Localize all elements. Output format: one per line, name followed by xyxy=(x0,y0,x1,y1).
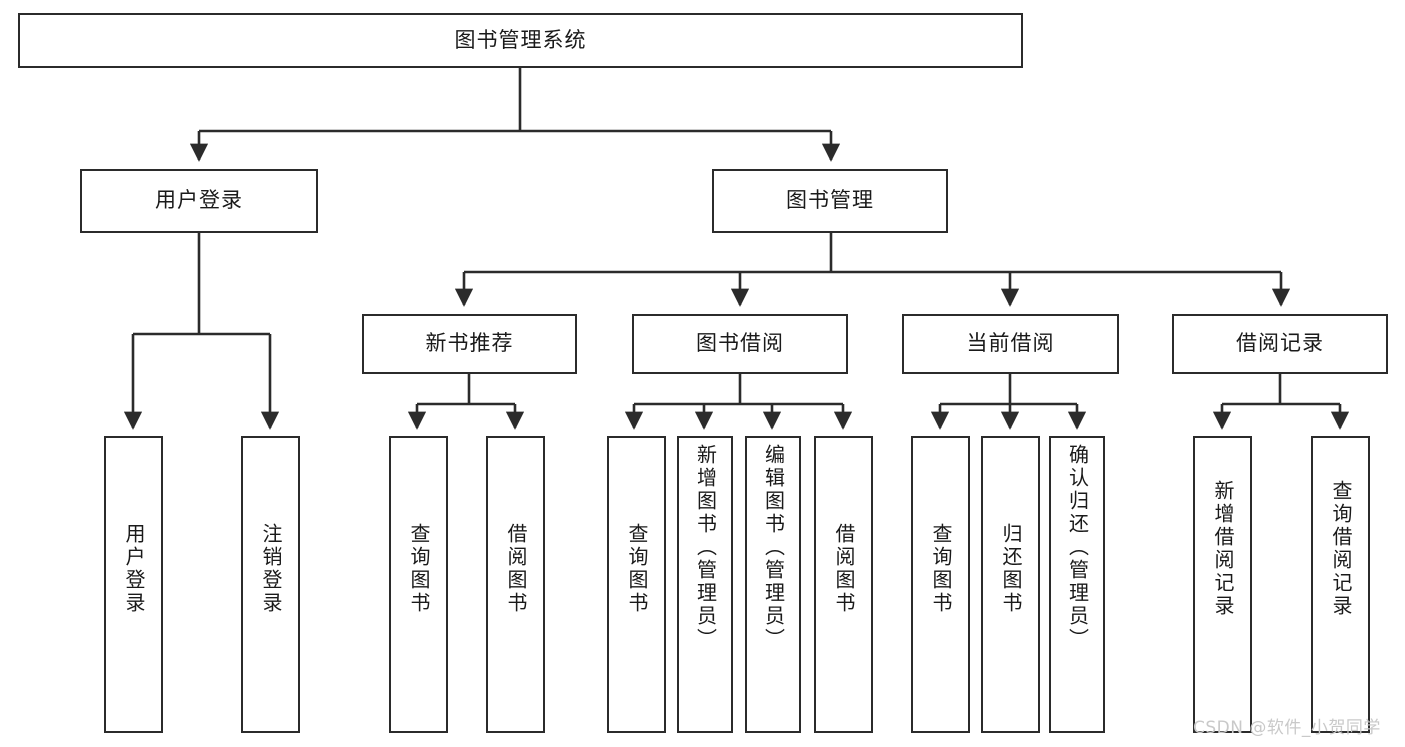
node-label: 用户登录 xyxy=(122,523,146,615)
node-new-book-recommend[interactable]: 新书推荐 xyxy=(362,314,577,374)
node-label: 查询借阅记录 xyxy=(1329,480,1353,618)
node-label: 借阅图书 xyxy=(504,523,528,615)
node-leaf-query-book-borrow[interactable]: 查询图书 xyxy=(607,436,666,733)
node-book-borrow[interactable]: 图书借阅 xyxy=(632,314,848,374)
node-leaf-add-book-admin[interactable]: 新增图书（管理员） xyxy=(677,436,733,733)
node-leaf-logout[interactable]: 注销登录 xyxy=(241,436,300,733)
node-leaf-user-login[interactable]: 用户登录 xyxy=(104,436,163,733)
node-label: 注销登录 xyxy=(259,523,283,615)
node-label: 新增借阅记录 xyxy=(1211,480,1235,618)
node-leaf-edit-book-admin[interactable]: 编辑图书（管理员） xyxy=(745,436,801,733)
node-leaf-borrow-book-borrow[interactable]: 借阅图书 xyxy=(814,436,873,733)
node-leaf-query-book-recommend[interactable]: 查询图书 xyxy=(389,436,448,733)
node-label: 当前借阅 xyxy=(966,331,1055,356)
node-leaf-borrow-book-recommend[interactable]: 借阅图书 xyxy=(486,436,545,733)
node-leaf-query-borrow-record[interactable]: 查询借阅记录 xyxy=(1311,436,1370,733)
node-label: 新增图书（管理员） xyxy=(693,444,718,651)
node-leaf-return-book[interactable]: 归还图书 xyxy=(981,436,1040,733)
node-label: 图书管理系统 xyxy=(454,27,587,52)
csdn-watermark: CSDN @软件_小贺同学 xyxy=(1193,718,1381,738)
node-label: 图书借阅 xyxy=(696,331,784,356)
node-label: 编辑图书（管理员） xyxy=(761,444,786,651)
node-leaf-query-book-current[interactable]: 查询图书 xyxy=(911,436,970,733)
node-label: 用户登录 xyxy=(155,188,243,213)
node-label: 新书推荐 xyxy=(425,331,514,356)
node-leaf-confirm-return-admin[interactable]: 确认归还（管理员） xyxy=(1049,436,1105,733)
node-root-system[interactable]: 图书管理系统 xyxy=(18,13,1023,68)
node-label: 查询图书 xyxy=(625,523,649,615)
node-label: 借阅图书 xyxy=(832,523,856,615)
node-label: 确认归还（管理员） xyxy=(1065,444,1090,651)
node-user-login[interactable]: 用户登录 xyxy=(80,169,318,233)
node-current-borrow[interactable]: 当前借阅 xyxy=(902,314,1119,374)
node-label: 图书管理 xyxy=(786,188,874,213)
node-borrow-record[interactable]: 借阅记录 xyxy=(1172,314,1388,374)
node-label: 查询图书 xyxy=(407,523,431,615)
node-label: 查询图书 xyxy=(929,523,953,615)
node-label: 归还图书 xyxy=(999,523,1023,615)
node-leaf-add-borrow-record[interactable]: 新增借阅记录 xyxy=(1193,436,1252,733)
node-label: 借阅记录 xyxy=(1236,331,1324,356)
node-book-management[interactable]: 图书管理 xyxy=(712,169,948,233)
